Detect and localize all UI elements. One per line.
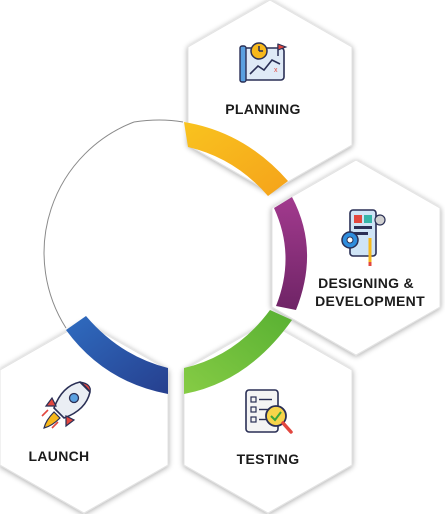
cycle-ring-line — [43, 121, 135, 329]
svg-text:x: x — [274, 67, 278, 74]
testing-arc-segment — [184, 310, 292, 394]
design-arc-segment — [274, 197, 308, 310]
design-label-line2: DEVELOPMENT — [315, 293, 425, 309]
design-label-line1: DESIGNING & — [318, 275, 414, 291]
design-development-icon — [341, 209, 386, 266]
launch-arc-segment — [66, 316, 168, 394]
testing-label: TESTING — [237, 451, 300, 467]
hex-design — [271, 159, 441, 356]
planning-arc-segment — [184, 122, 288, 196]
launch-label: LAUNCH — [29, 448, 90, 464]
planning-board-icon: x — [239, 42, 288, 83]
cycle-ring-line-top — [133, 119, 184, 123]
planning-label: PLANNING — [225, 101, 301, 117]
testing-checklist-icon — [245, 389, 293, 434]
rocket-launch-icon — [41, 381, 91, 429]
